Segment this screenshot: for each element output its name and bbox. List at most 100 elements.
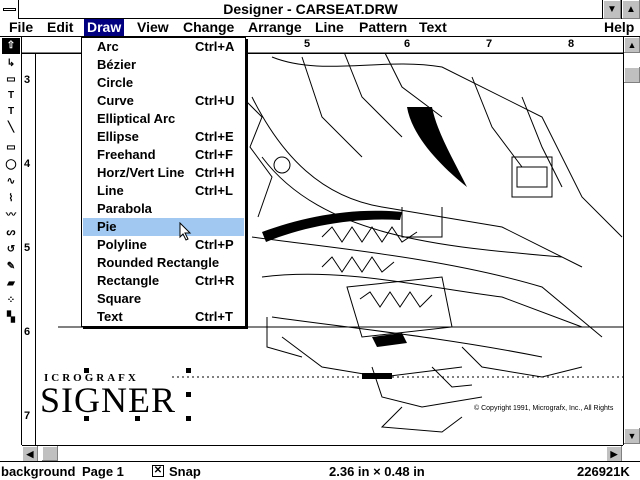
horizontal-scrollbar[interactable]: ◀ ▶ (22, 445, 623, 462)
text-tool[interactable]: T (2, 88, 20, 104)
freehand-tool[interactable]: 〰 (2, 208, 20, 224)
scroll-right-button[interactable]: ▶ (606, 446, 622, 462)
scroll-down-button[interactable]: ▼ (624, 428, 640, 444)
system-menu-button[interactable] (0, 0, 19, 19)
selection-handle[interactable] (135, 416, 140, 421)
menu-file[interactable]: File (9, 19, 34, 35)
ruler-label: 3 (24, 74, 31, 86)
menu-line[interactable]: Line (315, 19, 344, 35)
vertical-scrollbar[interactable]: ▲ ▼ (623, 37, 640, 445)
arrow-left-icon: ◀ (26, 449, 34, 459)
ruler-label: 4 (24, 158, 31, 170)
text-icon: T (7, 106, 15, 117)
maximize-icon: ▲ (626, 4, 636, 15)
status-memory: 226921K (577, 464, 630, 479)
status-page[interactable]: Page 1 (82, 464, 124, 479)
logo-top-text: ICROGRAFX (44, 372, 139, 384)
menu-arrange[interactable]: Arrange (248, 19, 302, 35)
vertical-scroll-thumb[interactable] (624, 67, 640, 83)
ruler-label: 7 (24, 410, 31, 422)
freehand-icon: 〰 (6, 210, 16, 221)
bezier-tool[interactable]: ᔕ (2, 225, 20, 241)
status-bar: background Page 1 ✕ Snap 2.36 in × 0.48 … (0, 461, 640, 480)
fill-tool[interactable]: ▰ (2, 276, 20, 292)
menu-item-bezier[interactable]: Bézier (97, 57, 137, 72)
text-icon: T (7, 90, 15, 101)
fill-icon: ▰ (7, 278, 15, 289)
line-tool[interactable]: ╲ (2, 120, 20, 136)
line-icon: ╲ (7, 122, 15, 133)
arrow-icon: ⇧ (6, 40, 16, 51)
minimize-button[interactable]: ▼ (602, 0, 621, 19)
pointer-tool[interactable]: ⇧ (2, 38, 20, 54)
menu-help[interactable]: Help (604, 19, 635, 35)
ruler-label: 5 (304, 38, 311, 50)
ruler-label: 7 (486, 38, 493, 50)
menu-item-circle[interactable]: Circle (97, 75, 134, 90)
copyright-text: © Copyright 1991, Micrografx, Inc., All … (474, 405, 614, 412)
pen-icon: ✎ (6, 261, 16, 272)
menu-item-pie[interactable]: Pie (83, 218, 244, 236)
ruler-label: 6 (24, 326, 31, 338)
rotate-icon: ↺ (6, 244, 16, 255)
horizontal-scroll-thumb[interactable] (42, 446, 58, 461)
menu-change[interactable]: Change (183, 19, 235, 35)
scroll-up-button[interactable]: ▲ (624, 37, 640, 53)
menu-view[interactable]: View (137, 19, 169, 35)
menu-item-parabola[interactable]: Parabola (97, 201, 152, 216)
menu-bar: File Edit Draw View Change Arrange Line … (0, 19, 640, 37)
maximize-button[interactable]: ▲ (621, 0, 640, 19)
shapes-icon: ▭ (6, 74, 16, 85)
rectangle-icon: ▭ (6, 142, 16, 153)
selection-handle[interactable] (186, 416, 191, 421)
rectangle-tool[interactable]: ▭ (2, 140, 20, 156)
text-tool-2[interactable]: T (2, 104, 20, 120)
menu-item-square[interactable]: Square (97, 291, 142, 306)
node-tool[interactable]: ↳ (2, 56, 20, 72)
mouse-cursor (179, 221, 193, 245)
arrow-down-icon: ▼ (627, 431, 637, 441)
menu-pattern[interactable]: Pattern (359, 19, 408, 35)
status-layer: background (1, 464, 76, 479)
selection-handle[interactable] (186, 368, 191, 373)
checker-icon: ▚ (7, 312, 15, 323)
ruler-label: 8 (568, 38, 575, 50)
menu-item-elliptical-arc[interactable]: Elliptical Arc (97, 111, 176, 126)
pattern-icon: ⁘ (6, 295, 16, 306)
polyline-tool[interactable]: ⌇ (2, 191, 20, 207)
pen-tool[interactable]: ✎ (2, 259, 20, 275)
snap-checkbox[interactable]: ✕ (152, 465, 164, 477)
snap-label[interactable]: Snap (169, 464, 201, 479)
pattern-tool[interactable]: ⁘ (2, 293, 20, 309)
cursor-arrow-icon (179, 221, 192, 241)
ellipse-tool[interactable]: ◯ (2, 157, 20, 173)
toolbox: ⇧ ↳ ▭ T T ╲ ▭ ◯ ∿ ⌇ 〰 ᔕ ↺ ✎ ▰ ⁘ ▚ (0, 37, 22, 445)
menu-edit[interactable]: Edit (47, 19, 74, 35)
ellipse-icon: ◯ (5, 159, 17, 170)
menu-text[interactable]: Text (419, 19, 447, 35)
scroll-left-button[interactable]: ◀ (22, 446, 38, 462)
selection-handle[interactable] (186, 392, 191, 397)
node-icon: ↳ (6, 58, 16, 69)
shapes-tool[interactable]: ▭ (2, 72, 20, 88)
logo-main-text: SIGNER (40, 380, 177, 420)
rotate-tool[interactable]: ↺ (2, 242, 20, 258)
selection-handle[interactable] (84, 416, 89, 421)
menu-item-rounded-rectangle[interactable]: Rounded Rectangle (97, 255, 220, 270)
menu-draw[interactable]: Draw (84, 19, 125, 36)
status-dimensions: 2.36 in × 0.48 in (329, 464, 425, 479)
curve-tool[interactable]: ∿ (2, 174, 20, 190)
ruler-label: 6 (404, 38, 411, 50)
color-tool[interactable]: ▚ (2, 310, 20, 326)
selection-handle[interactable] (84, 368, 89, 373)
